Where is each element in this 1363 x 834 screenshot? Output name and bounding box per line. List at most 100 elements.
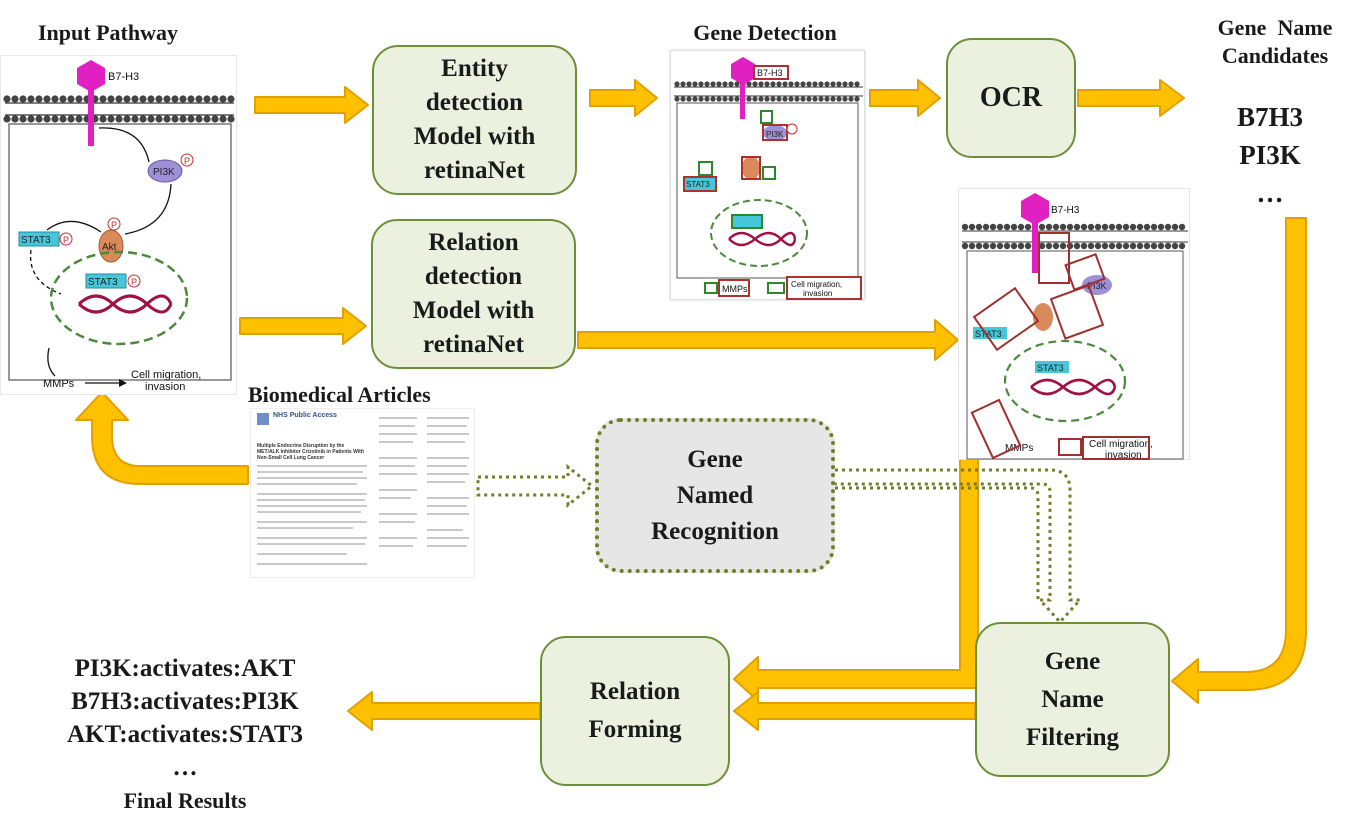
box-line: retinaNet (423, 331, 524, 358)
relation-box (970, 398, 1022, 460)
heading-gene-name-candidates: Gene Name Candidates (1190, 14, 1360, 70)
pi3k-label: PI3K (766, 130, 784, 139)
ligand-label: B7-H3 (1051, 205, 1080, 216)
activation-arrow (124, 183, 172, 235)
box-line: Relation (428, 229, 519, 256)
stat3-nuclear-node (85, 273, 127, 289)
outcome-label: invasion (1105, 450, 1142, 461)
dotted-arrow-ner-to-filtering-outer (835, 468, 1084, 625)
stat3-nuclear-node (733, 216, 761, 227)
box-line: detection (424, 263, 523, 290)
arrow-detection-to-ocr (869, 79, 941, 117)
arrow-ocr-to-candidates (1077, 79, 1185, 117)
arrow-input-to-entity (254, 86, 369, 124)
stat3-node (685, 178, 715, 190)
activation-arrow (46, 220, 102, 233)
outcome-label: Cell migration, (131, 369, 201, 381)
relation-diagram: B7-H3 PI3K STAT3 STAT3 MMPs Cell migrati… (961, 193, 1188, 461)
phospho-icon (59, 232, 73, 246)
heading-candidates-line2: Candidates (1221, 43, 1329, 68)
article-title: Multiple Endocrine Disruption by the MET… (257, 443, 364, 461)
activation-arrow (98, 127, 150, 163)
box-line: Model with (413, 123, 536, 150)
stat3-label: STAT3 (975, 329, 1002, 339)
mmps-label: MMPs (1005, 443, 1033, 454)
final-results-label: Final Results (123, 788, 247, 813)
box-line: OCR (979, 82, 1043, 113)
dashed-arrow (29, 249, 62, 295)
phospho-icon (786, 123, 798, 135)
box-line: retinaNet (424, 157, 525, 184)
stat3-node (973, 327, 1007, 339)
stat3-node (18, 231, 60, 247)
pi3k-label: PI3K (153, 167, 175, 178)
phospho-label: P (63, 235, 69, 245)
box-line: Gene (687, 445, 743, 473)
dotted-arrow-ner-to-filtering-inner (835, 486, 1040, 600)
heading-input-pathway: Input Pathway (38, 20, 178, 45)
akt-label: Akt (102, 242, 117, 253)
relation-box (1058, 438, 1082, 456)
box-line: Gene (1044, 647, 1101, 675)
relation-detection-panel: B7-H3 PI3K STAT3 STAT3 MMPs Cell migrati… (958, 188, 1190, 461)
arrow-forming-to-results (347, 691, 541, 731)
detection-box-green (762, 166, 776, 180)
result-item: AKT:activates:STAT3 (66, 721, 304, 748)
arrowhead (119, 379, 127, 387)
detection-box-green (760, 110, 773, 124)
box-line: Forming (588, 716, 682, 743)
stat3-nuclear-label: STAT3 (1037, 363, 1064, 373)
outcome-label: Cell migration, (791, 280, 842, 289)
relation-box (1049, 284, 1105, 340)
outcome-label: invasion (803, 289, 832, 298)
mmps-label: MMPs (43, 378, 75, 390)
gene-name-filtering-box: Gene Name Filtering (975, 622, 1170, 777)
article-thumbnail: NHS Public Access Multiple Endocrine Dis… (250, 408, 475, 578)
box-line: Relation (589, 678, 681, 705)
input-pathway-panel: B7-H3 PI3K P Akt P STAT3 P STAT3 P MMPs (0, 55, 237, 395)
relation-detection-box: Relation detection Model with retinaNet (371, 219, 576, 369)
detection-box-red (762, 124, 788, 141)
candidate-item: … (1256, 178, 1284, 208)
nucleus (710, 199, 808, 267)
arrow-image-to-forming (733, 454, 979, 702)
box-line: Model with (412, 297, 535, 324)
article-logo-icon (257, 413, 269, 425)
arrow-filtering-to-forming (733, 691, 976, 731)
receptor-stalk (88, 90, 94, 146)
relation-box (1038, 232, 1070, 284)
ocr-box: OCR (946, 38, 1076, 158)
ligand-hexagon (77, 60, 105, 92)
box-line: Named (676, 481, 754, 509)
entity-detection-box: Entity detection Model with retinaNet (372, 45, 577, 195)
activation-arrow (47, 347, 56, 377)
mmps-label: MMPs (722, 284, 748, 294)
detection-box-green (731, 214, 763, 229)
stat3-label: STAT3 (21, 235, 51, 246)
gene-detection-panel: B7-H3 PI3K STAT3 MMPs Cell migration, in… (670, 50, 865, 300)
stat3-nuclear-node (1035, 361, 1069, 373)
relation-box (972, 286, 1040, 352)
outcome-label: Cell migration, (1089, 439, 1153, 450)
arrow-candidates-to-filtering (1171, 217, 1307, 704)
phospho-label: P (184, 156, 190, 166)
ligand-label: B7-H3 (108, 71, 139, 83)
pi3k-node (147, 159, 183, 183)
heading-biomedical-articles: Biomedical Articles (248, 382, 431, 407)
phospho-label: P (111, 220, 117, 230)
membrane-beads (674, 81, 860, 102)
nucleus (49, 250, 189, 346)
dna-strand (77, 294, 173, 314)
candidate-list: B7H3 PI3K … (1205, 98, 1335, 212)
ligand-hexagon (731, 57, 755, 85)
nucleus (1003, 339, 1127, 423)
phospho-label: P (131, 277, 137, 287)
result-item: PI3K:activates:AKT (74, 655, 296, 682)
relation-forming-box: Relation Forming (540, 636, 730, 786)
phospho-icon (107, 217, 121, 231)
detection-box-red (718, 279, 750, 297)
stat3-nuclear-label: STAT3 (88, 277, 118, 288)
detection-diagram: B7-H3 PI3K STAT3 MMPs Cell migration, in… (674, 57, 863, 300)
phospho-icon (180, 153, 194, 167)
dotted-arrow-articles-to-ner (476, 463, 595, 509)
